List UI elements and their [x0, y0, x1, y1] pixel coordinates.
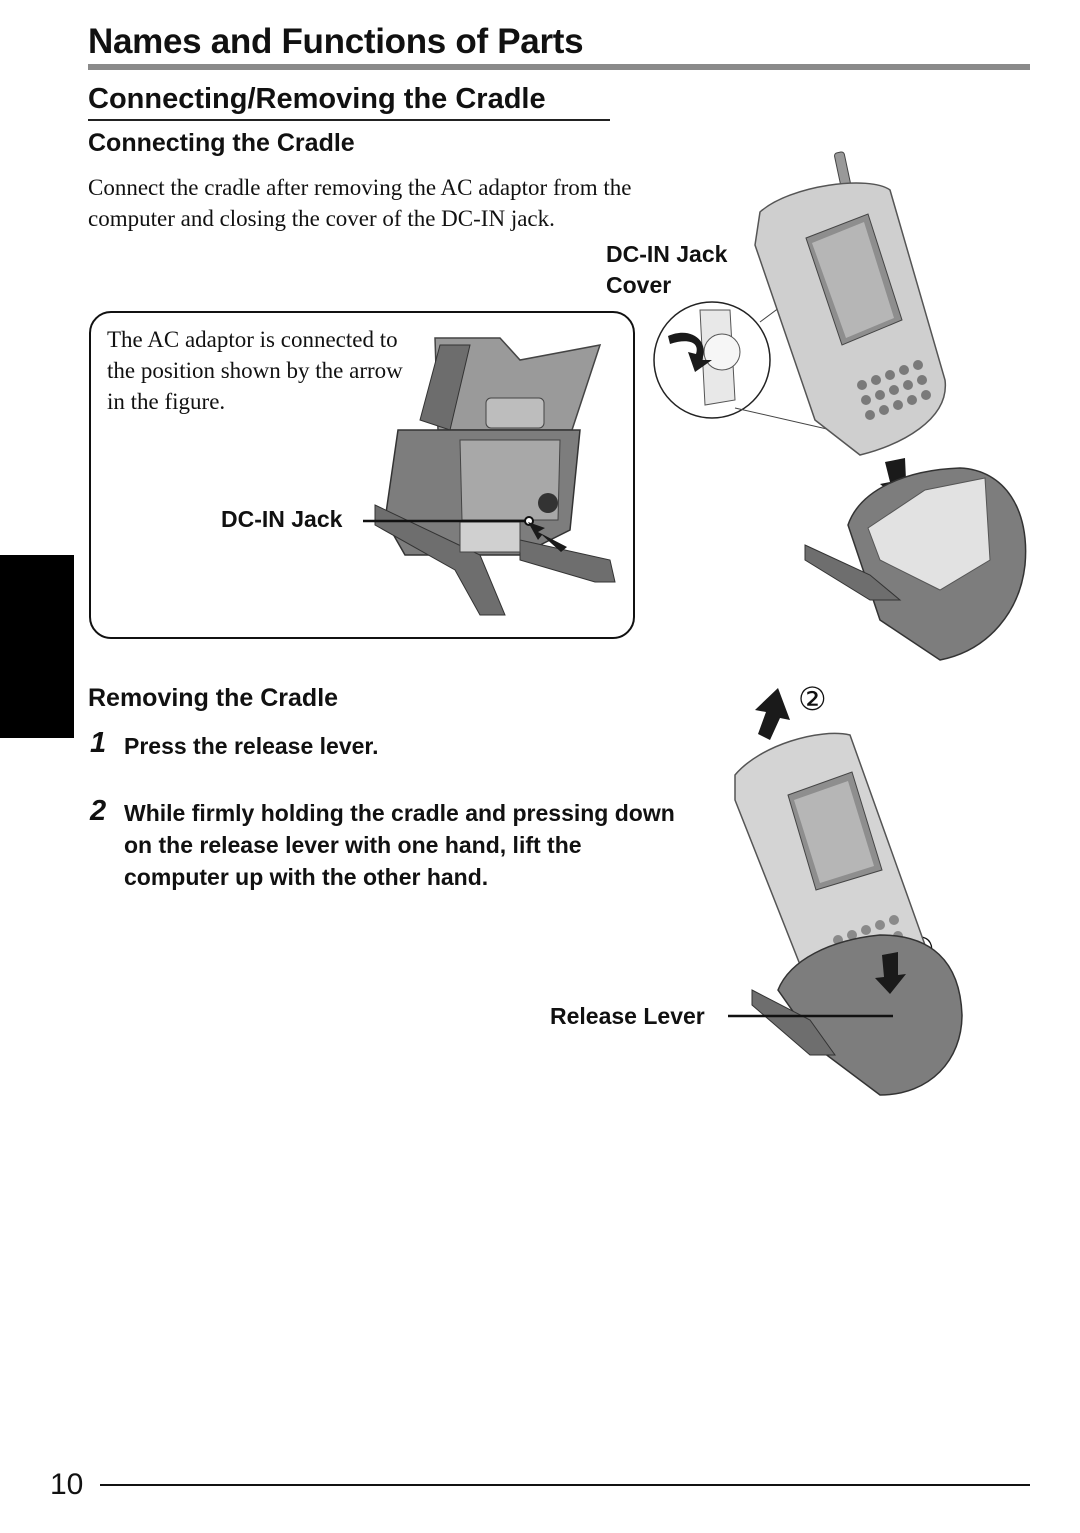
section-rule	[88, 119, 610, 121]
step-2-text: While firmly holding the cradle and pres…	[124, 800, 675, 890]
chapter-tab	[0, 555, 74, 738]
dcin-jack-label: DC-IN Jack	[221, 506, 343, 532]
page-title: Names and Functions of Parts	[88, 22, 584, 61]
dcin-cover-label-line2: Cover	[606, 272, 672, 298]
marker-2: ②	[798, 681, 827, 717]
page-number: 10	[50, 1468, 84, 1501]
note-box	[89, 311, 635, 639]
release-lever-label: Release Lever	[550, 1003, 705, 1029]
step-1-text: Press the release lever.	[124, 733, 379, 759]
removing-heading: Removing the Cradle	[88, 684, 339, 712]
section-title: Connecting/Removing the Cradle	[88, 83, 546, 115]
device-remove-figure	[728, 688, 963, 1096]
cradle-back-figure	[363, 337, 616, 616]
note-text: The AC adaptor is connected to the posit…	[107, 327, 403, 414]
footer-rule	[100, 1484, 1030, 1486]
device-connect-figure	[653, 151, 1027, 661]
step-2-number: 2	[90, 795, 107, 827]
title-rule	[88, 64, 1030, 70]
step-1-number: 1	[90, 727, 107, 759]
connecting-heading: Connecting the Cradle	[88, 129, 355, 157]
connecting-body: Connect the cradle after removing the AC…	[88, 175, 632, 231]
dcin-cover-label-line1: DC-IN Jack	[606, 241, 728, 267]
